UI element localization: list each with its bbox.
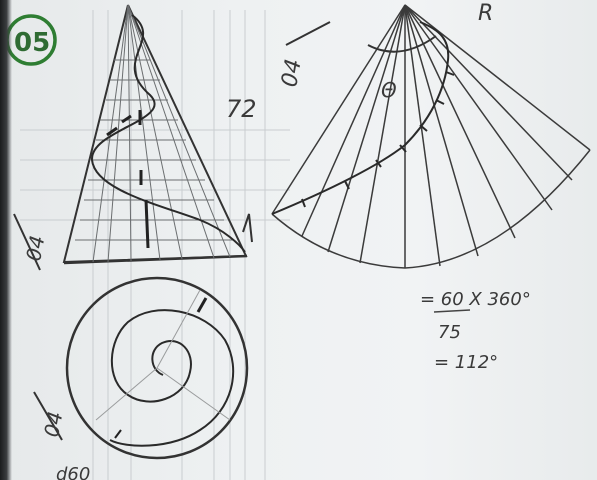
development-ticks bbox=[301, 71, 455, 208]
plan-view-number: 04 bbox=[39, 410, 67, 439]
elevation-view-number: 04 bbox=[21, 234, 49, 263]
plan-generators bbox=[95, 289, 231, 421]
development-sector bbox=[271, 4, 591, 269]
plan-marker bbox=[196, 297, 208, 313]
height-label: 72 bbox=[226, 95, 257, 123]
calc-line-1: = 60 X 360° bbox=[420, 289, 531, 310]
calc-fraction-bar bbox=[433, 309, 471, 313]
plan-circle bbox=[65, 276, 249, 460]
elevation-view-label: 04 bbox=[13, 213, 49, 271]
cone-elevation bbox=[62, 4, 248, 265]
helix-curve-development bbox=[271, 21, 450, 215]
calc-line-2: 75 bbox=[438, 322, 461, 343]
cone-generators bbox=[75, 4, 234, 263]
diameter-label: d60 bbox=[56, 464, 90, 480]
photo-edge-shadow bbox=[0, 0, 12, 480]
calc-line-3: = 112° bbox=[434, 352, 498, 373]
theta-label: Θ bbox=[381, 78, 397, 102]
helix-curve-elevation bbox=[90, 14, 246, 253]
plan-view-label: 04 bbox=[33, 391, 67, 441]
plan-spiral bbox=[109, 309, 235, 447]
development-view-label: 04 bbox=[277, 21, 331, 89]
radius-label: R bbox=[478, 1, 493, 26]
development-view-number: 04 bbox=[277, 57, 306, 89]
base-marker bbox=[242, 213, 253, 243]
sector-angle-arc bbox=[367, 35, 437, 53]
question-badge-number: 05 bbox=[14, 28, 50, 58]
cone-axis bbox=[106, 110, 150, 249]
plan-end-mark bbox=[114, 429, 122, 439]
